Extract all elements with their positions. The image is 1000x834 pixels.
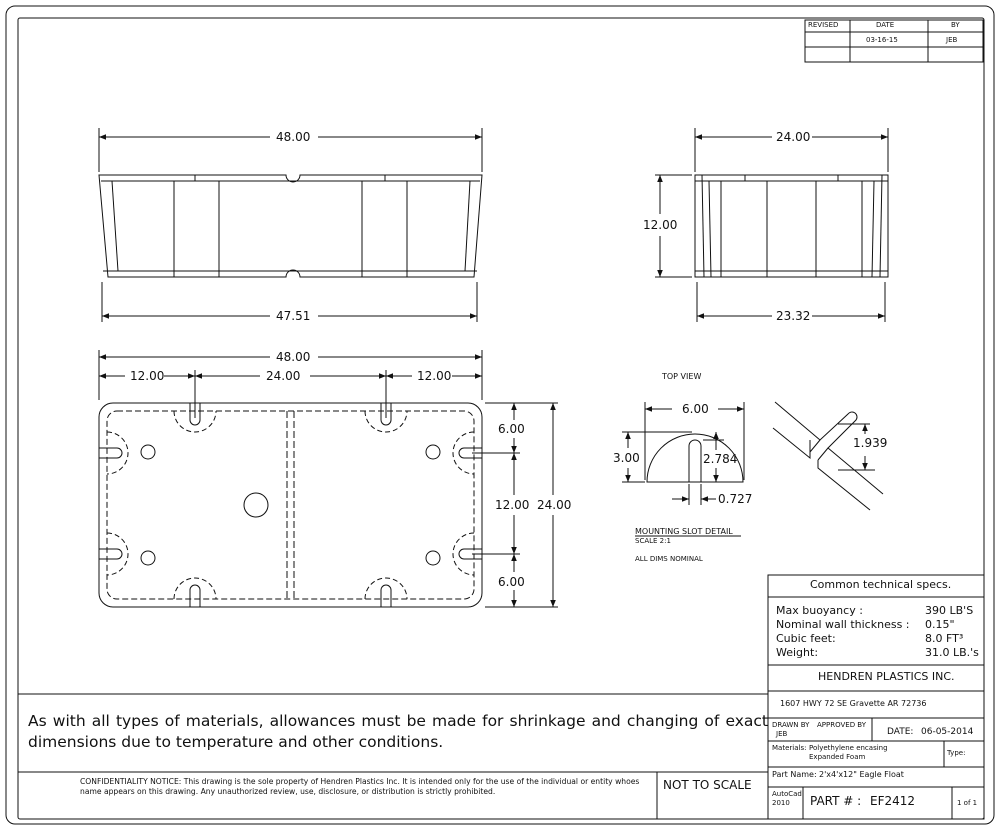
rev-header-by: BY [951, 21, 960, 29]
part-number-label: PART # : [810, 794, 862, 808]
part-name-value: 2'x4'x12" Eagle Float [819, 770, 904, 779]
dim-plan-mid: 24.00 [266, 369, 301, 383]
drawn-by: JEB [776, 730, 788, 738]
dim-end-top: 24.00 [776, 130, 811, 144]
specs-title: Common technical specs. [810, 578, 952, 591]
dim-slot-angle: 1.939 [853, 436, 888, 450]
allowance-note: As with all types of materials, allowanc… [28, 712, 768, 751]
materials-value: Polyethylene encasing [809, 744, 888, 752]
rev-date: 03-16-15 [866, 36, 898, 44]
slot-detail-iso [772, 401, 884, 511]
dim-end-height: 12.00 [643, 218, 678, 232]
dim-plan-left: 12.00 [130, 369, 165, 383]
dim-slot-height: 3.00 [613, 451, 640, 465]
date-label: DATE: [887, 727, 914, 737]
rev-by: JEB [946, 36, 958, 44]
confidentiality-notice: CONFIDENTIALITY NOTICE: This drawing is … [80, 777, 640, 796]
dim-plan-r-bottom: 6.00 [498, 575, 525, 589]
plan-view [98, 402, 483, 608]
date-value: 06-05-2014 [921, 727, 974, 737]
slot-detail-note: ALL DIMS NOMINAL [635, 555, 703, 563]
software-label: AutoCad [772, 790, 802, 798]
slot-detail-title: MOUNTING SLOT DETAIL [635, 527, 733, 536]
end-view [694, 174, 889, 278]
spec-value-buoyancy: 390 LB'S [925, 604, 974, 617]
dim-side-bottom: 47.51 [276, 309, 311, 323]
company-address: 1607 HWY 72 SE Gravette AR 72736 [780, 699, 927, 708]
sheet-count: 1 of 1 [957, 799, 978, 807]
side-view-dims [98, 128, 483, 322]
dim-slot-depth: 2.784 [703, 452, 738, 466]
part-number: EF2412 [870, 794, 916, 808]
software-version: 2010 [772, 799, 790, 807]
materials-label: Materials: [772, 744, 807, 752]
dim-side-top: 48.00 [276, 130, 311, 144]
revision-block [804, 19, 984, 63]
drawn-by-label: DRAWN BY [772, 721, 810, 729]
spec-label-weight: Weight: [776, 646, 819, 659]
dim-slot-gap: 0.727 [718, 492, 753, 506]
spec-label-wall: Nominal wall thickness : [776, 618, 910, 631]
materials-value-2: Expanded Foam [809, 753, 866, 761]
plan-view-dims [98, 350, 558, 608]
sheet-border-inner [17, 17, 985, 820]
type-label: Type: [947, 749, 966, 757]
dim-plan-r-top: 6.00 [498, 422, 525, 436]
dim-plan-width: 24.00 [537, 498, 572, 512]
dim-plan-right: 12.00 [417, 369, 452, 383]
approved-by-label: APPROVED BY [817, 721, 867, 729]
slot-view-label: TOP VIEW [662, 372, 702, 381]
spec-label-cubic: Cubic feet: [776, 632, 836, 645]
spec-value-cubic: 8.0 FT³ [925, 632, 964, 645]
spec-value-wall: 0.15" [925, 618, 955, 631]
rev-header-revised: REVISED [808, 21, 839, 29]
dim-end-bottom: 23.32 [776, 309, 811, 323]
slot-detail-scale: SCALE 2:1 [635, 537, 671, 545]
scale-note: NOT TO SCALE [663, 778, 752, 792]
part-name-label: Part Name: [772, 770, 817, 779]
title-block-grid [18, 574, 985, 820]
company-name: HENDREN PLASTICS INC. [818, 670, 955, 683]
rev-header-date: DATE [876, 21, 895, 29]
spec-label-buoyancy: Max buoyancy : [776, 604, 863, 617]
dim-plan-total: 48.00 [276, 350, 311, 364]
dim-plan-r-mid: 12.00 [495, 498, 530, 512]
side-view [98, 174, 483, 278]
end-view-dims [655, 128, 889, 322]
slot-detail-profile [622, 402, 745, 505]
sheet-border-outer [5, 5, 995, 825]
dim-slot-width: 6.00 [682, 402, 709, 416]
spec-value-weight: 31.0 LB.'s [925, 646, 979, 659]
